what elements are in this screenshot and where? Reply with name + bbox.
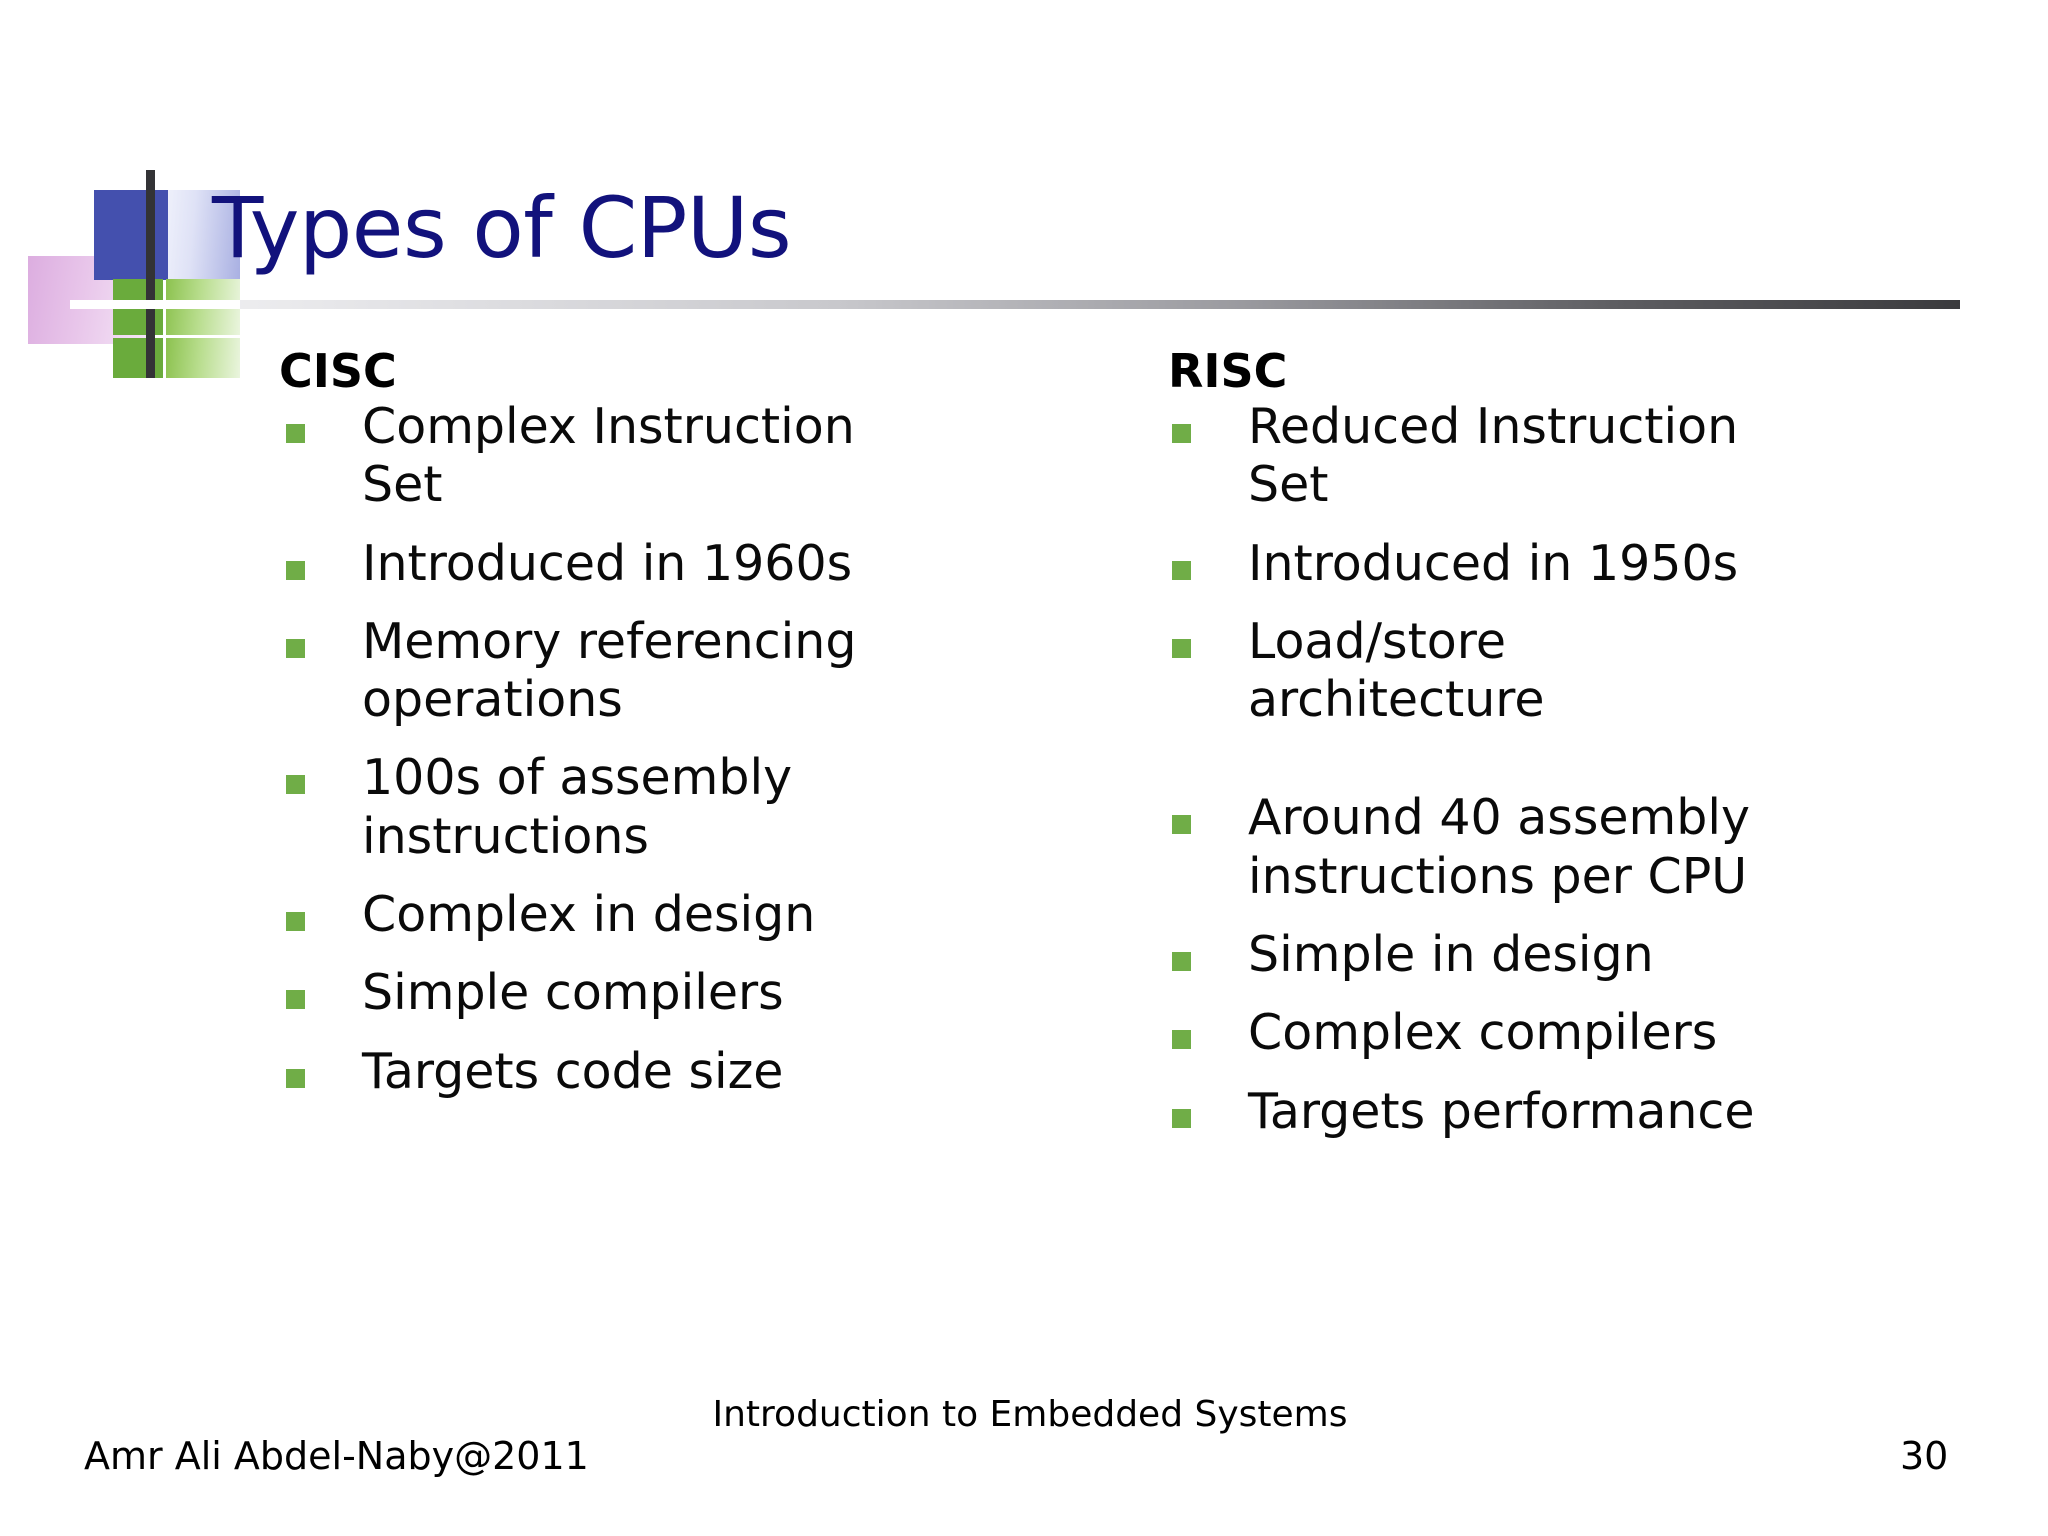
list-item-label: Complex Instruction Set <box>362 398 855 514</box>
page-title: Types of CPUs <box>212 179 792 277</box>
list-item: Simple compilers <box>282 964 882 1022</box>
list-item: Introduced in 1960s <box>282 535 882 593</box>
bullet-list-cisc: Complex Instruction Set Introduced in 19… <box>282 398 882 1101</box>
list-item-label: Introduced in 1960s <box>362 534 853 592</box>
bullet-square-icon <box>286 912 305 932</box>
list-item-label: Simple compilers <box>362 964 784 1022</box>
bullet-square-icon <box>286 424 305 443</box>
list-item: Targets performance <box>1168 1083 1808 1141</box>
bullet-square-icon <box>286 1068 305 1088</box>
bullet-square-icon <box>1172 815 1191 835</box>
bullet-square-icon <box>1172 424 1191 443</box>
list-item: Around 40 assembly instructions per CPU <box>1168 789 1808 906</box>
list-item-label: Around 40 assembly instructions per CPU <box>1248 789 1750 905</box>
list-item-label: Simple in design <box>1248 926 1654 984</box>
bullet-square-icon <box>1172 1030 1191 1050</box>
bullet-square-icon <box>286 775 305 795</box>
list-item: Targets code size <box>282 1043 882 1101</box>
footer-page-number: 30 <box>1900 1434 1949 1478</box>
list-item-label: Targets performance <box>1248 1082 1755 1140</box>
list-item-label: 100s of assembly instructions <box>362 749 793 865</box>
bullet-square-icon <box>1172 1108 1191 1128</box>
list-item: Complex Instruction Set <box>282 398 882 515</box>
bullet-list-risc: Reduced Instruction Set Introduced in 19… <box>1168 398 1808 1141</box>
column-heading-cisc: CISC <box>279 344 397 398</box>
column-risc: RISC Reduced Instruction Set Introduced … <box>1168 348 1808 1161</box>
footer-course-title: Introduction to Embedded Systems <box>712 1394 1348 1435</box>
bullet-square-icon <box>1172 952 1191 972</box>
list-item-label: Introduced in 1950s <box>1248 534 1739 592</box>
header-divider-rule <box>70 300 1960 309</box>
list-item: Complex in design <box>282 886 882 944</box>
list-item: Simple in design <box>1168 926 1808 984</box>
column-cisc: CISC Complex Instruction Set Introduced … <box>279 344 882 1121</box>
bullet-square-icon <box>1172 638 1191 658</box>
footer-author: Amr Ali Abdel-Naby@2011 <box>84 1434 589 1478</box>
logo-green-block-bottom <box>113 338 163 378</box>
bullet-square-icon <box>1172 560 1191 580</box>
list-item: Memory referencing operations <box>282 613 882 730</box>
column-heading-risc: RISC <box>1168 344 1288 398</box>
bullet-square-icon <box>286 990 305 1010</box>
list-item-label: Complex in design <box>362 886 816 944</box>
logo-indigo-block <box>94 190 169 280</box>
header-divider-highlight <box>70 300 240 309</box>
logo-blue-gradient-block <box>168 190 240 280</box>
list-item: 100s of assembly instructions <box>282 749 882 866</box>
logo-vertical-bar <box>146 170 155 378</box>
bullet-square-icon <box>286 560 305 580</box>
list-item: Load/store architecture <box>1168 613 1808 730</box>
list-item: Complex compilers <box>1168 1004 1808 1062</box>
list-item-label: Targets code size <box>362 1042 784 1100</box>
list-item: Introduced in 1950s <box>1168 535 1808 593</box>
list-item-label: Load/store architecture <box>1248 612 1545 729</box>
list-item-label: Memory referencing operations <box>362 612 857 729</box>
list-item-label: Complex compilers <box>1248 1004 1718 1062</box>
bullet-square-icon <box>286 638 305 658</box>
list-item: Reduced Instruction Set <box>1168 398 1808 515</box>
list-item-label: Reduced Instruction Set <box>1248 398 1739 514</box>
logo-green-gradient-block-bottom <box>166 338 240 378</box>
